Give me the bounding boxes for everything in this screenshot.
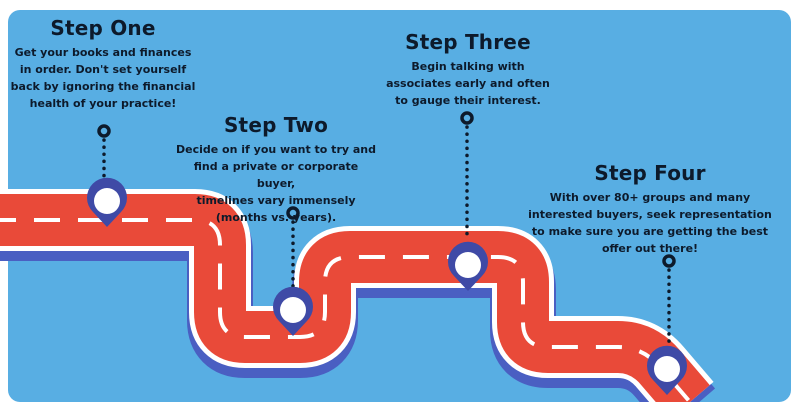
step-two-body: Decide on if you want to try and find a … (176, 141, 376, 226)
step-one-line: in order. Don't set yourself (8, 61, 198, 78)
step-four-line: interested buyers, seek representation (520, 206, 780, 223)
step-one-line: health of your practice! (8, 95, 198, 112)
step-four: Step Four With over 80+ groups and many … (520, 162, 780, 257)
step-two-title: Step Two (176, 114, 376, 136)
step-two: Step Two Decide on if you want to try an… (176, 114, 376, 226)
step-two-line: timelines vary immensely (176, 192, 376, 209)
step-four-line: offer out there! (520, 240, 780, 257)
step-four-title: Step Four (520, 162, 780, 184)
step-three-body: Begin talking with associates early and … (368, 58, 568, 109)
step-two-line: (months vs. years). (176, 209, 376, 226)
step-three: Step Three Begin talking with associates… (368, 31, 568, 109)
step-four-line: With over 80+ groups and many (520, 189, 780, 206)
step-two-line: find a private or corporate buyer, (176, 158, 376, 192)
step-one-line: Get your books and finances (8, 44, 198, 61)
step-one-body: Get your books and finances in order. Do… (8, 44, 198, 112)
step-two-line: Decide on if you want to try and (176, 141, 376, 158)
step-one: Step One Get your books and finances in … (8, 17, 198, 112)
step-four-body: With over 80+ groups and many interested… (520, 189, 780, 257)
step-three-title: Step Three (368, 31, 568, 53)
step-three-line: associates early and often (368, 75, 568, 92)
step-four-line: to make sure you are getting the best (520, 223, 780, 240)
step-three-line: to gauge their interest. (368, 92, 568, 109)
step-three-line: Begin talking with (368, 58, 568, 75)
step-one-title: Step One (8, 17, 198, 39)
step-one-line: back by ignoring the financial (8, 78, 198, 95)
